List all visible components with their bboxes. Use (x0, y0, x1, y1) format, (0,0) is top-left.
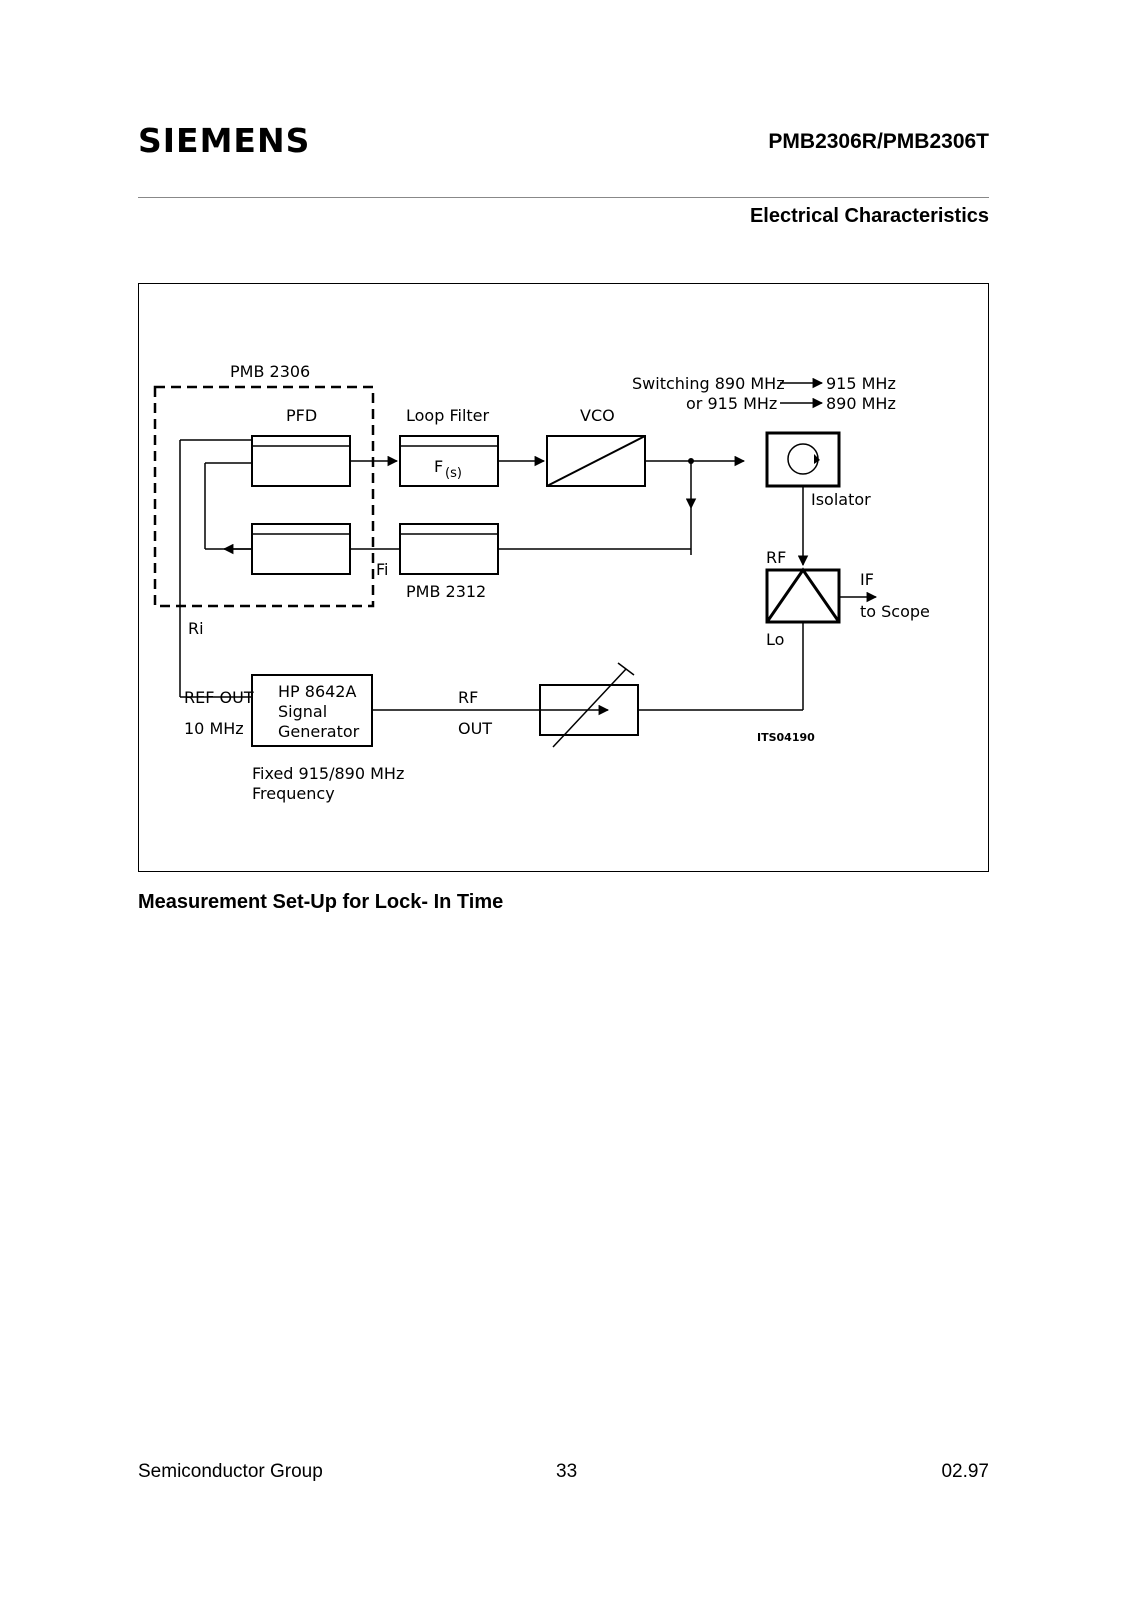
isolator-label: Isolator (811, 490, 871, 509)
hp-label-3: Generator (278, 722, 360, 741)
pmb2306-label: PMB 2306 (230, 362, 310, 381)
figure-id-label: ITS04190 (757, 731, 815, 744)
loop-filter-label: Loop Filter (406, 406, 490, 425)
fixed-frequency-label-2: Frequency (252, 784, 335, 803)
ten-mhz-label: 10 MHz (184, 719, 244, 738)
footer-page-number: 33 (556, 1461, 578, 1482)
section-title: Electrical Characteristics (749, 205, 989, 227)
isolator-direction-icon (814, 454, 820, 464)
mixer-triangle-icon (765, 567, 841, 623)
vco-label: VCO (580, 406, 615, 425)
mixer-lo-label: Lo (766, 630, 784, 649)
block-diagram: PMB 2306 PFD Loop Filter F (s) VCO Switc… (138, 283, 989, 872)
switching-text-1a: Switching 890 MHz (632, 374, 785, 393)
rf-out-label-1: RF (458, 688, 478, 707)
pmb2312-label: PMB 2312 (406, 582, 486, 601)
siemens-logo: SIEMENS (138, 121, 311, 160)
mixer-block (765, 568, 841, 624)
measurement-setup-figure: PMB 2306 PFD Loop Filter F (s) VCO Switc… (138, 283, 989, 872)
hp-label-1: HP 8642A (278, 682, 356, 701)
fs-subscript: (s) (445, 466, 462, 481)
header-divider (138, 197, 989, 198)
vco-diagonal (546, 435, 646, 487)
rf-out-label-2: OUT (458, 719, 492, 738)
isolator-block (765, 431, 841, 488)
footer-date: 02.97 (941, 1461, 989, 1482)
fi-label: Fi (376, 560, 388, 579)
counter-block (251, 523, 351, 575)
footer-company: Semiconductor Group (138, 1461, 323, 1482)
figure-caption: Measurement Set-Up for Lock- In Time (138, 891, 504, 913)
if-label: IF (860, 570, 874, 589)
pmb2306-boundary (153, 385, 375, 608)
to-scope-label: to Scope (860, 602, 930, 621)
ri-label: Ri (188, 619, 204, 638)
switching-text-2b: 890 MHz (826, 394, 896, 413)
pfd-block (251, 435, 351, 487)
attenuator-variable-line (552, 668, 627, 748)
document-id: PMB2306R/PMB2306T (768, 130, 989, 153)
switching-text-1b: 915 MHz (826, 374, 896, 393)
mixer-rf-label: RF (766, 548, 786, 567)
hp-label-2: Signal (278, 702, 327, 721)
pfd-label: PFD (286, 406, 317, 425)
fixed-frequency-label-1: Fixed 915/890 MHz (252, 764, 404, 783)
fs-label: F (434, 457, 443, 476)
switching-text-2a: or 915 MHz (686, 394, 777, 413)
pmb2312-block (399, 523, 499, 575)
isolator-circle-icon (787, 443, 819, 475)
ref-out-label: REF OUT (184, 688, 254, 707)
attenuator-variable-tick (617, 662, 635, 676)
figure-frame (138, 283, 989, 872)
